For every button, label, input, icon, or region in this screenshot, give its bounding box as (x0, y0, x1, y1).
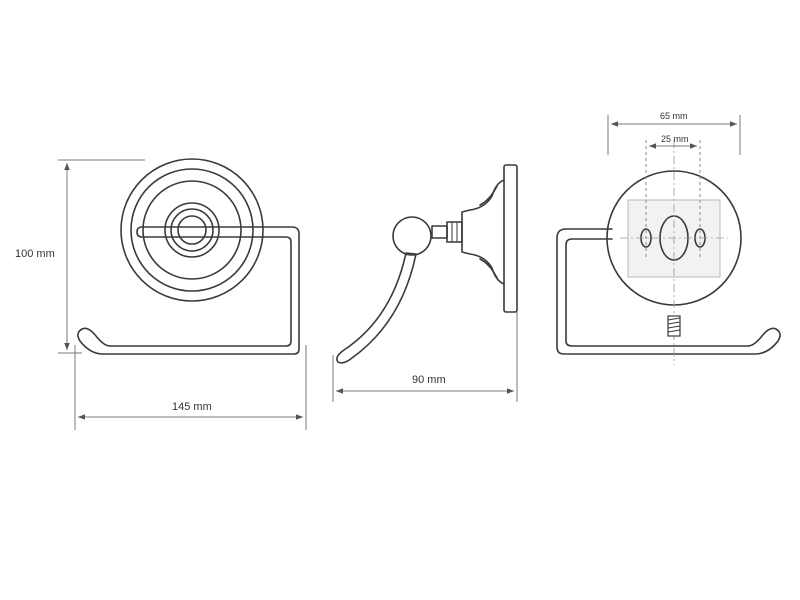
side-neck (446, 221, 463, 243)
front-arm (77, 226, 300, 355)
front-rosette-inner (142, 180, 242, 280)
height-label: 100 mm (15, 248, 55, 260)
height-dimension: 100 mm (15, 159, 145, 354)
rear-view (556, 140, 781, 365)
mount-outer-label: 65 mm (660, 111, 688, 121)
front-hub-inner (170, 208, 214, 252)
front-hub-outer (164, 202, 220, 258)
mount-outer-dimension: 65 mm (607, 111, 741, 155)
rear-set-screw (667, 315, 681, 337)
side-wall-plate (503, 164, 518, 313)
side-rosette-profile (461, 179, 505, 285)
rear-arm (556, 228, 781, 355)
width-dimension: 145 mm (74, 345, 307, 430)
depth-dimension: 90 mm (332, 312, 518, 402)
front-rosette-ring (130, 168, 254, 292)
side-view (336, 164, 518, 364)
front-view (77, 158, 300, 355)
mount-inner-label: 25 mm (661, 134, 689, 144)
front-rosette-outer (120, 158, 264, 302)
mount-inner-dimension: 25 mm (649, 134, 697, 149)
front-hub-cap (177, 215, 207, 245)
depth-label: 90 mm (412, 374, 446, 386)
width-label: 145 mm (172, 401, 212, 413)
side-hub (392, 216, 432, 256)
side-arm (336, 252, 417, 364)
